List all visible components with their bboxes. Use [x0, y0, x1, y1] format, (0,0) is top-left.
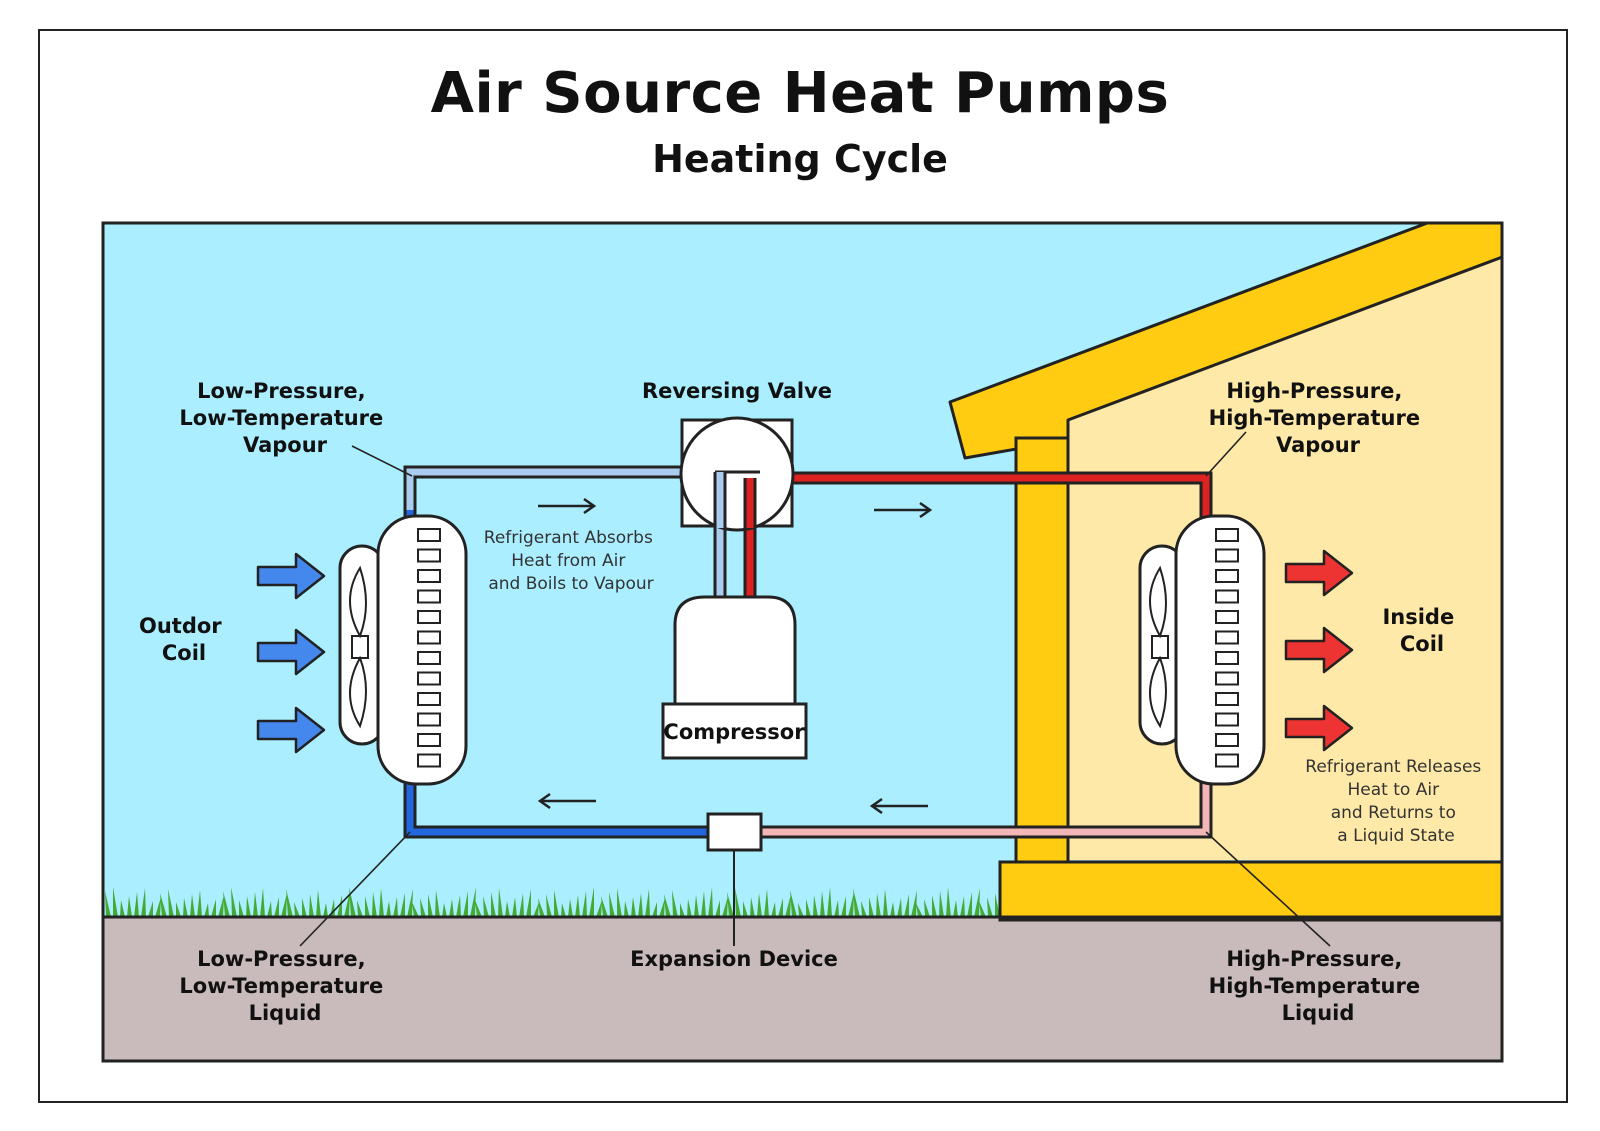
inside-air-arrows: [1284, 549, 1354, 752]
label-hp-vapour-line: High-Temperature: [1209, 406, 1420, 430]
coil-fin: [1215, 610, 1239, 624]
air-flow-arrow-icon: [1284, 549, 1354, 597]
leader-lines: [299, 431, 1331, 947]
label-lp-vapour-line: Low-Pressure,: [197, 379, 365, 403]
compressor: Compressor: [661, 595, 808, 760]
label-lp-vapour-line: Low-Temperature: [179, 406, 383, 430]
label-inside-coil-line: Inside: [1382, 605, 1454, 629]
coil-fin: [417, 610, 441, 624]
coil-fin: [1215, 733, 1239, 747]
label-outdoor-coil-line: Outdor: [139, 614, 222, 638]
note-releases-line: a Liquid State: [1337, 826, 1455, 846]
air-flow-arrow-icon: [256, 706, 326, 754]
flow-arrows: [537, 497, 933, 815]
label-lp-liquid: Low-Pressure, Low-Temperature Liquid: [179, 947, 390, 1025]
note-releases-line: Heat to Air: [1348, 780, 1440, 800]
arrow-right-icon: [874, 501, 933, 519]
note-absorbs: Refrigerant Absorbs Heat from Air and Bo…: [484, 528, 658, 594]
coil-fin: [1215, 548, 1239, 563]
note-releases: Refrigerant Releases Heat to Air and Ret…: [1305, 757, 1486, 846]
house-roof: [948, 223, 1502, 460]
label-inside-coil-line: Coil: [1400, 632, 1444, 656]
label-hp-vapour-line: Vapour: [1276, 433, 1361, 457]
arrow-left-icon: [869, 797, 928, 815]
air-flow-arrow-icon: [1284, 626, 1354, 674]
inside-coil-fins: [1215, 528, 1239, 768]
inside-coil: [1138, 514, 1266, 786]
reversing-valve: [679, 416, 795, 532]
outdoor-air-arrows: [256, 552, 326, 754]
coil-fin: [1215, 692, 1239, 706]
air-flow-arrow-icon: [256, 552, 326, 600]
label-hp-liquid-line: High-Temperature: [1209, 974, 1420, 998]
air-flow-arrow-icon: [1284, 704, 1354, 752]
grass: [105, 887, 1000, 917]
label-lp-vapour: Low-Pressure, Low-Temperature Vapour: [179, 379, 390, 457]
coil-fin: [1215, 753, 1239, 768]
label-inside-coil: Inside Coil: [1382, 605, 1461, 656]
coil-fin: [1215, 569, 1239, 583]
coil-fin: [1215, 589, 1239, 604]
label-expansion-device: Expansion Device: [630, 947, 838, 971]
coil-fin: [417, 692, 441, 706]
label-hp-liquid: High-Pressure, High-Temperature Liquid: [1209, 947, 1428, 1025]
coil-fin: [417, 651, 441, 665]
fan-icon: [1149, 565, 1169, 729]
coil-fin: [417, 589, 441, 604]
labels: Low-Pressure, Low-Temperature Vapour Rev…: [139, 379, 1486, 1025]
note-absorbs-line: Refrigerant Absorbs: [484, 528, 653, 548]
note-absorbs-line: Heat from Air: [511, 551, 625, 571]
diagram-title: Air Source Heat Pumps: [430, 61, 1170, 126]
air-flow-arrow-icon: [256, 628, 326, 676]
label-hp-vapour-line: High-Pressure,: [1226, 379, 1402, 403]
label-outdoor-coil-line: Coil: [162, 641, 206, 665]
grass-blades: [105, 887, 1000, 917]
label-reversing-valve: Reversing Valve: [642, 379, 832, 403]
note-absorbs-line: and Boils to Vapour: [488, 574, 653, 594]
arrow-right-icon: [538, 497, 597, 515]
label-lp-liquid-line: Low-Pressure,: [197, 947, 365, 971]
ground: [103, 916, 1502, 1061]
arrow-left-icon: [537, 792, 596, 810]
coil-fin: [417, 753, 441, 768]
coil-fin: [417, 733, 441, 747]
coil-fin: [417, 671, 441, 686]
expansion-device: [706, 812, 763, 946]
label-hp-liquid-line: Liquid: [1282, 1001, 1355, 1025]
coil-fin: [1215, 712, 1239, 727]
coil-fin: [417, 630, 441, 645]
compressor-label: Compressor: [663, 720, 805, 744]
diagram-subtitle: Heating Cycle: [652, 137, 948, 181]
coil-fin: [1215, 528, 1239, 542]
fan-icon: [349, 565, 369, 729]
coil-fin: [417, 712, 441, 727]
house-floor: [998, 860, 1502, 922]
outdoor-coil: [338, 514, 468, 786]
label-lp-liquid-line: Low-Temperature: [179, 974, 383, 998]
coil-fin: [417, 548, 441, 563]
coil-fin: [417, 528, 441, 542]
pipe-hp-vapour-fill: [746, 474, 1210, 600]
coil-fin: [417, 569, 441, 583]
house-post: [1014, 436, 1070, 866]
label-outdoor-coil: Outdor Coil: [139, 614, 229, 665]
label-lp-vapour-line: Vapour: [243, 433, 328, 457]
label-hp-liquid-line: High-Pressure,: [1226, 947, 1402, 971]
coil-fin: [1215, 671, 1239, 686]
note-releases-line: and Returns to: [1331, 803, 1456, 823]
coil-fin: [1215, 630, 1239, 645]
scene-border: [101, 221, 1504, 1063]
outdoor-coil-fins: [417, 528, 441, 768]
label-hp-vapour: High-Pressure, High-Temperature Vapour: [1209, 379, 1428, 457]
note-releases-line: Refrigerant Releases: [1305, 757, 1481, 777]
label-lp-liquid-line: Liquid: [249, 1001, 322, 1025]
coil-fin: [1215, 651, 1239, 665]
